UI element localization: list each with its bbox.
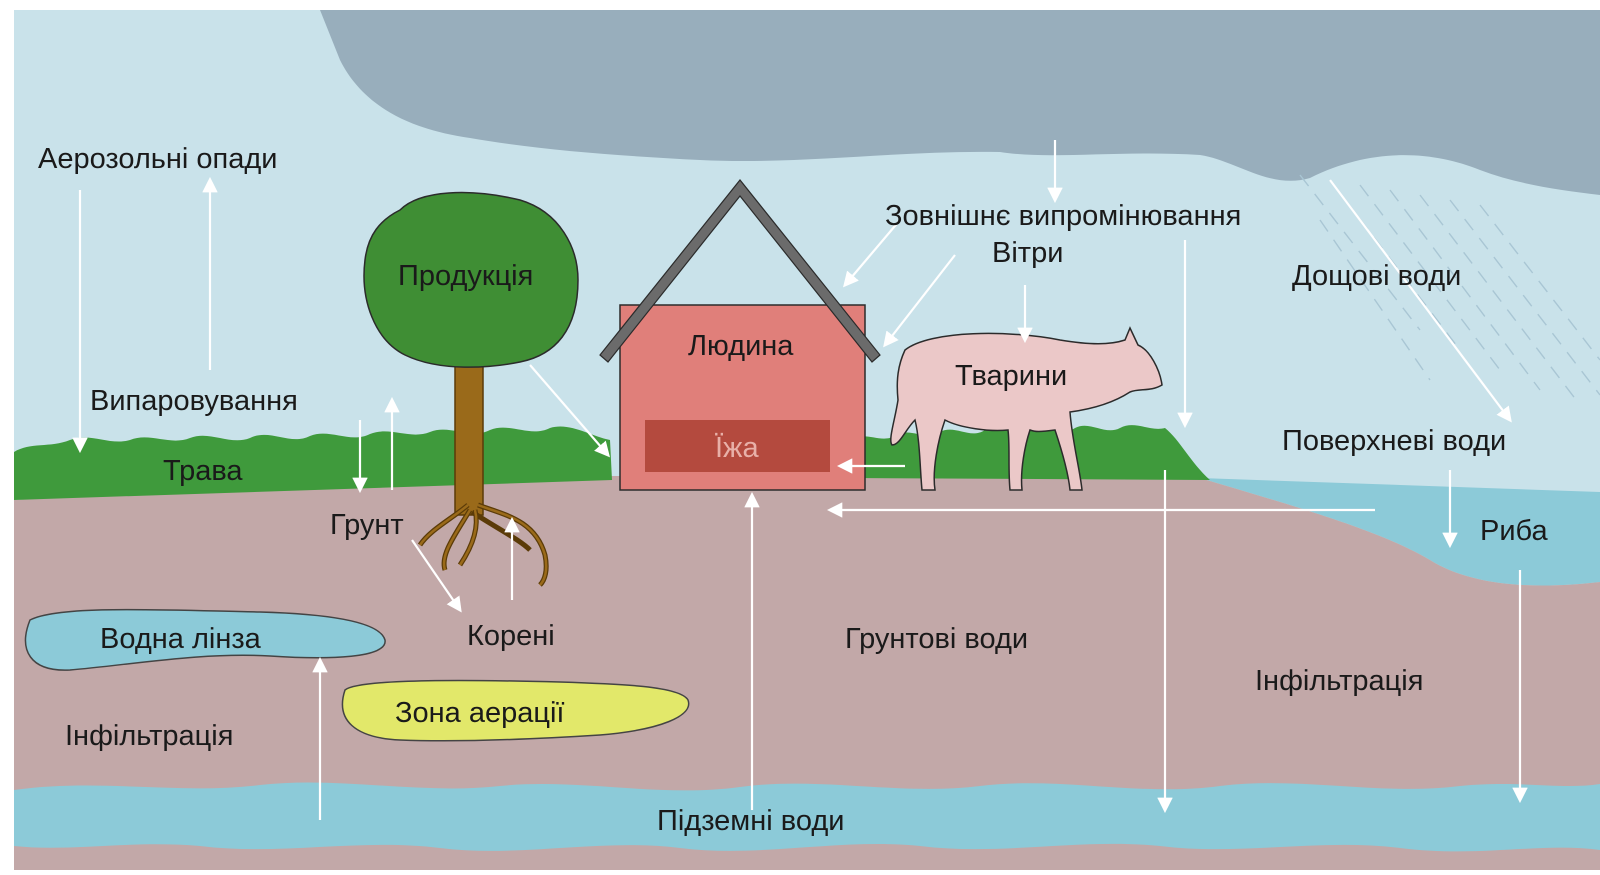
label-rain-water: Дощові води: [1292, 260, 1461, 292]
label-groundwater: Грунтові води: [845, 623, 1028, 655]
label-aeration-zone: Зона аерації: [395, 697, 564, 729]
label-aerosol-fallout: Аерозольні опади: [38, 143, 278, 175]
label-water-lens: Водна лінза: [100, 623, 262, 655]
label-infiltration-left: Інфільтрація: [65, 720, 233, 752]
label-underground-water: Підземні води: [657, 805, 844, 837]
label-fish: Риба: [1480, 515, 1548, 547]
label-external-radiation: Зовнішнє випромінювання: [885, 200, 1241, 232]
label-grass: Трава: [163, 455, 243, 487]
label-animals: Тварини: [955, 360, 1067, 392]
label-food: Їжа: [715, 432, 759, 464]
label-roots: Корені: [467, 620, 555, 652]
label-evaporation: Випаровування: [90, 385, 298, 417]
label-human: Людина: [688, 330, 794, 362]
label-infiltration-right: Інфільтрація: [1255, 665, 1423, 697]
label-production: Продукція: [398, 260, 533, 292]
label-soil: Грунт: [330, 509, 404, 541]
label-surface-water: Поверхневі води: [1282, 425, 1506, 457]
tree-trunk: [455, 365, 483, 515]
label-winds: Вітри: [992, 237, 1063, 269]
